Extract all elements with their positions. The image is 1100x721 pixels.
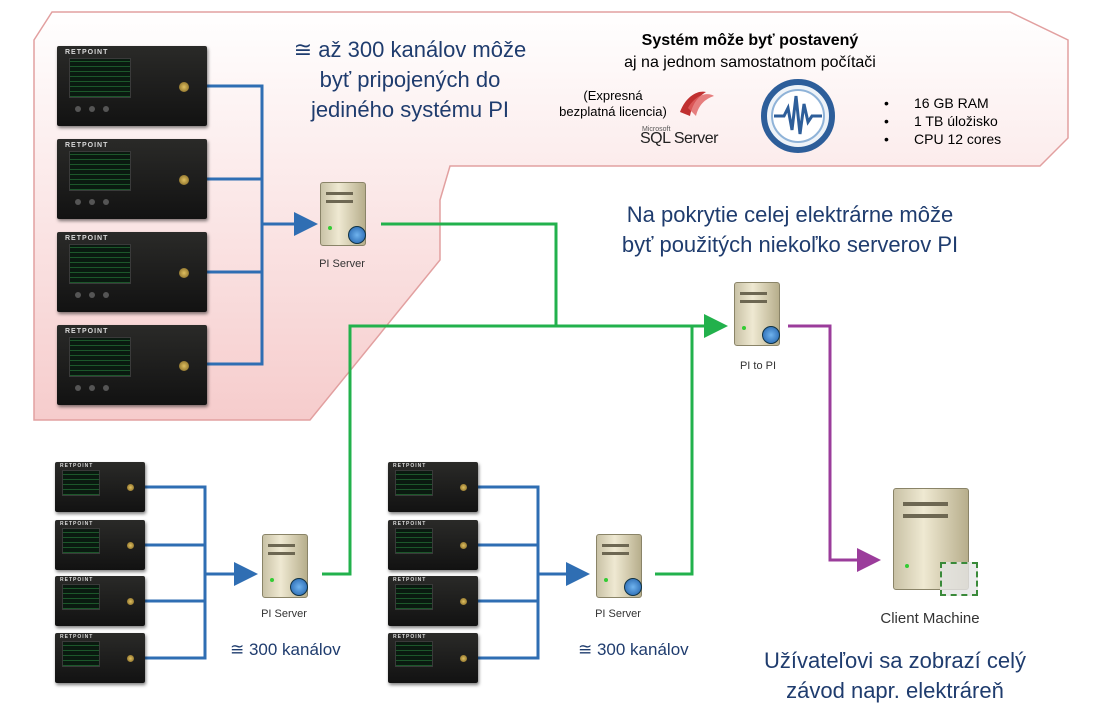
device-screen [62,470,100,496]
device-brand: RETPOINT [60,463,94,469]
device-unit: RETPOINT [55,633,145,683]
green-connectors [322,222,728,576]
sql-server-icon [680,91,714,116]
server-label-bottom-mid: PI Server [595,608,641,620]
device-screen [62,584,100,610]
device-brand: RETPOINT [65,235,109,242]
standalone-title-block: Systém môže byť postavený aj na jednom s… [600,30,900,74]
server-label-pi-to-pi: PI to PI [739,360,777,372]
key-icon [460,655,467,662]
key-icon [460,484,467,491]
device-brand: RETPOINT [393,577,427,583]
device-screen [69,151,131,191]
server-label-bottom-left: PI Server [261,608,307,620]
channel-label-mid: ≅ 300 kanálov [578,640,689,659]
database-icon [348,226,366,244]
standalone-subtitle: aj na jednom samostatnom počítači [624,54,876,71]
device-brand: RETPOINT [65,142,109,149]
key-icon [127,598,134,605]
license-note: (Expresná bezplatná licencia) [559,88,667,119]
key-icon [460,598,467,605]
key-icon [127,655,134,662]
top-device-connectors [207,84,318,366]
client-tools-icon [940,562,978,596]
device-unit: RETPOINT [57,46,207,126]
key-icon [179,268,189,278]
key-icon [179,82,189,92]
server-icon [596,534,642,598]
server-icon [262,534,308,598]
device-screen [395,641,433,667]
database-icon [762,326,780,344]
device-unit: RETPOINT [388,462,478,512]
key-icon [179,175,189,185]
spec-item: 16 GB RAM [884,94,1001,112]
waveform-icon [761,79,835,153]
spec-item: 1 TB úložisko [884,112,1001,130]
user-note: Užívateľovi sa zobrazí celý závod napr. … [764,648,1026,703]
key-icon [179,361,189,371]
device-brand: RETPOINT [393,463,427,469]
bottom-mid-device-connectors [478,485,590,660]
device-unit: RETPOINT [55,462,145,512]
device-brand: RETPOINT [393,521,427,527]
key-icon [127,542,134,549]
standalone-title: Systém môže byť postavený [641,32,859,49]
database-icon [290,578,308,596]
device-brand: RETPOINT [65,49,109,56]
device-brand: RETPOINT [60,634,94,640]
multi-server-note: Na pokrytie celej elektrárne môže byť po… [621,202,959,257]
device-unit: RETPOINT [388,520,478,570]
device-screen [69,337,131,377]
device-screen [62,641,100,667]
device-unit: RETPOINT [55,576,145,626]
device-screen [395,528,433,554]
sql-logo-text: SQL Server [640,130,719,147]
device-brand: RETPOINT [60,521,94,527]
key-icon [460,542,467,549]
device-unit: RETPOINT [57,232,207,312]
bottom-left-device-connectors [145,485,258,660]
device-screen [69,58,131,98]
server-icon [734,282,780,346]
device-unit: RETPOINT [55,520,145,570]
spec-item: CPU 12 cores [884,130,1001,148]
client-machine-label: Client Machine [880,610,980,627]
purple-connector [788,324,881,572]
server-label-top: PI Server [319,258,365,270]
server-icon [320,182,366,246]
device-brand: RETPOINT [60,577,94,583]
device-screen [395,470,433,496]
device-brand: RETPOINT [393,634,427,640]
sql-vendor: Microsoft [642,126,671,133]
device-unit: RETPOINT [57,139,207,219]
device-unit: RETPOINT [388,633,478,683]
top-left-note: ≅ až 300 kanálov môže byť pripojených do… [293,37,527,122]
device-screen [395,584,433,610]
key-icon [127,484,134,491]
device-unit: RETPOINT [57,325,207,405]
specs-list: 16 GB RAM 1 TB úložisko CPU 12 cores [884,94,1001,148]
device-brand: RETPOINT [65,328,109,335]
device-screen [62,528,100,554]
device-screen [69,244,131,284]
database-icon [624,578,642,596]
device-unit: RETPOINT [388,576,478,626]
channel-label-left: ≅ 300 kanálov [230,640,341,659]
